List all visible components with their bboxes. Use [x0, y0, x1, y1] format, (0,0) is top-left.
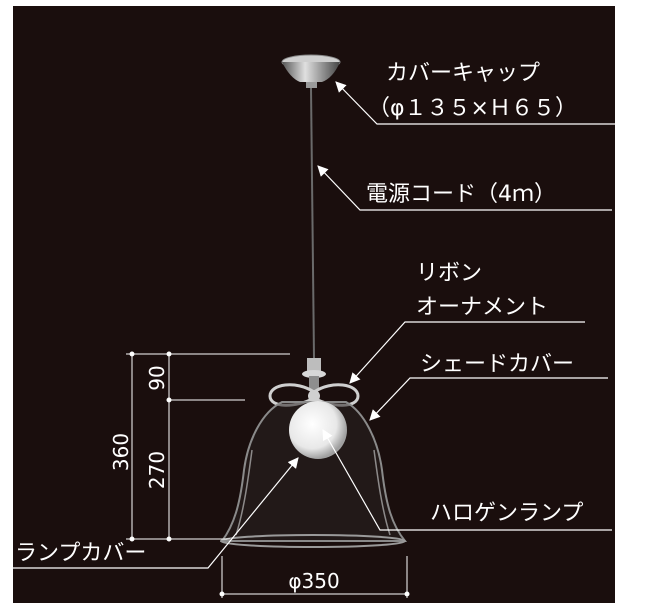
- label-power-cord: 電源コード（4ｍ）: [366, 182, 556, 207]
- leader-power-cord: [317, 165, 612, 211]
- label-lamp-cover: ランプカバー: [15, 541, 146, 566]
- leader-lines: [13, 81, 668, 569]
- leader-ribbon: [349, 321, 585, 384]
- pendant-lamp-illustration: [220, 54, 408, 548]
- label-cover-cap: カバーキャップ: [386, 61, 540, 86]
- label-shade-cover: シェードカバー: [420, 352, 574, 377]
- dimension-lines: [126, 351, 410, 598]
- cover-cap-shape: [281, 54, 341, 88]
- label-halogen-lamp: ハロゲンランプ: [430, 501, 583, 526]
- leader-lamp-cover: [13, 457, 299, 569]
- shade-cover-shape: [220, 401, 408, 548]
- dim-diameter: φ350: [288, 569, 339, 593]
- label-ribbon-2: オーナメント: [416, 295, 548, 320]
- label-ribbon-1: リボン: [416, 261, 482, 286]
- label-cover-cap-size: （φ１３５×Ｈ６５）: [368, 96, 577, 121]
- leader-shade-cover: [369, 377, 608, 421]
- leader-cover-cap: [335, 81, 668, 125]
- dim-total-height: 360: [109, 433, 133, 471]
- power-cord-shape: [310, 87, 315, 359]
- socket-fitting-shape: [302, 358, 326, 390]
- dim-shade-height: 270: [145, 451, 169, 489]
- leader-halogen: [322, 429, 612, 531]
- halogen-lamp-bulb: [289, 401, 347, 459]
- dim-top-height: 90: [145, 365, 169, 390]
